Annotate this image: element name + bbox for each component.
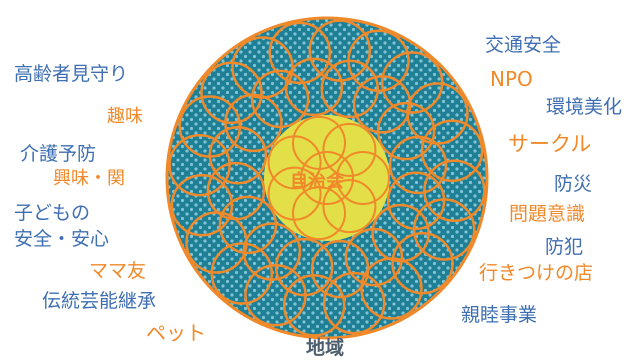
center-label: 自治会 (290, 171, 344, 192)
ring-circle (268, 21, 332, 85)
ring-circle (344, 227, 404, 287)
label-circle: サークル (508, 132, 592, 156)
inner-core-circle (264, 115, 390, 241)
label-care-prevention: 介護予防 (20, 143, 97, 165)
ring-circle (388, 135, 448, 195)
label-pet: ペット (146, 321, 206, 345)
ring-circle (322, 122, 377, 177)
ring-circle (250, 69, 310, 129)
ring-circle (274, 237, 334, 297)
ring-circle (322, 271, 386, 335)
ring-circle (420, 119, 484, 183)
bottom-label: 地域 (306, 337, 345, 359)
ring-circle (218, 195, 278, 255)
ring-circle (292, 115, 346, 170)
label-disaster-prevention: 防災 (554, 173, 593, 195)
ring-circle (336, 151, 390, 205)
ring-circle (206, 161, 266, 221)
ring-circle (200, 61, 263, 125)
label-awareness: 問題意識 (509, 203, 586, 225)
overlapping-rings (168, 19, 486, 337)
label-favorite-shop: 行きつけの店 (479, 262, 594, 284)
ring-circle (423, 159, 486, 223)
ring-circle (310, 239, 370, 299)
label-social-events: 親睦事業 (461, 304, 538, 326)
label-npo: NPO (490, 67, 533, 91)
ring-circle (322, 179, 377, 234)
label-hobby: 趣味 (107, 106, 143, 127)
ring-circle (308, 19, 372, 82)
ring-circle (267, 166, 322, 221)
label-interest: 興味・関 (53, 168, 125, 189)
label-tradition: 伝統芸能継承 (42, 290, 157, 312)
ring-circle (376, 101, 436, 161)
label-elder-watch: 高齢者見守り (14, 63, 129, 85)
label-crime-prevention: 防犯 (545, 236, 584, 258)
label-safety: 安全・安心 (14, 228, 110, 250)
ring-circle (386, 171, 446, 231)
ring-circle (320, 59, 380, 119)
ring-circle (282, 274, 346, 337)
ring-circle (284, 57, 344, 117)
ring-circle (168, 133, 231, 197)
ring-circle (170, 173, 234, 237)
label-children: 子どもの (14, 202, 91, 224)
label-environment: 環境美化 (546, 96, 623, 118)
ring-circle (380, 51, 444, 114)
ring-circle (210, 242, 274, 305)
ring-circle (391, 231, 454, 295)
label-traffic-safety: 交通安全 (485, 34, 562, 56)
ring-circle (208, 125, 268, 185)
ring-circle (300, 151, 354, 205)
label-mom-friends: ママ友 (89, 260, 147, 282)
